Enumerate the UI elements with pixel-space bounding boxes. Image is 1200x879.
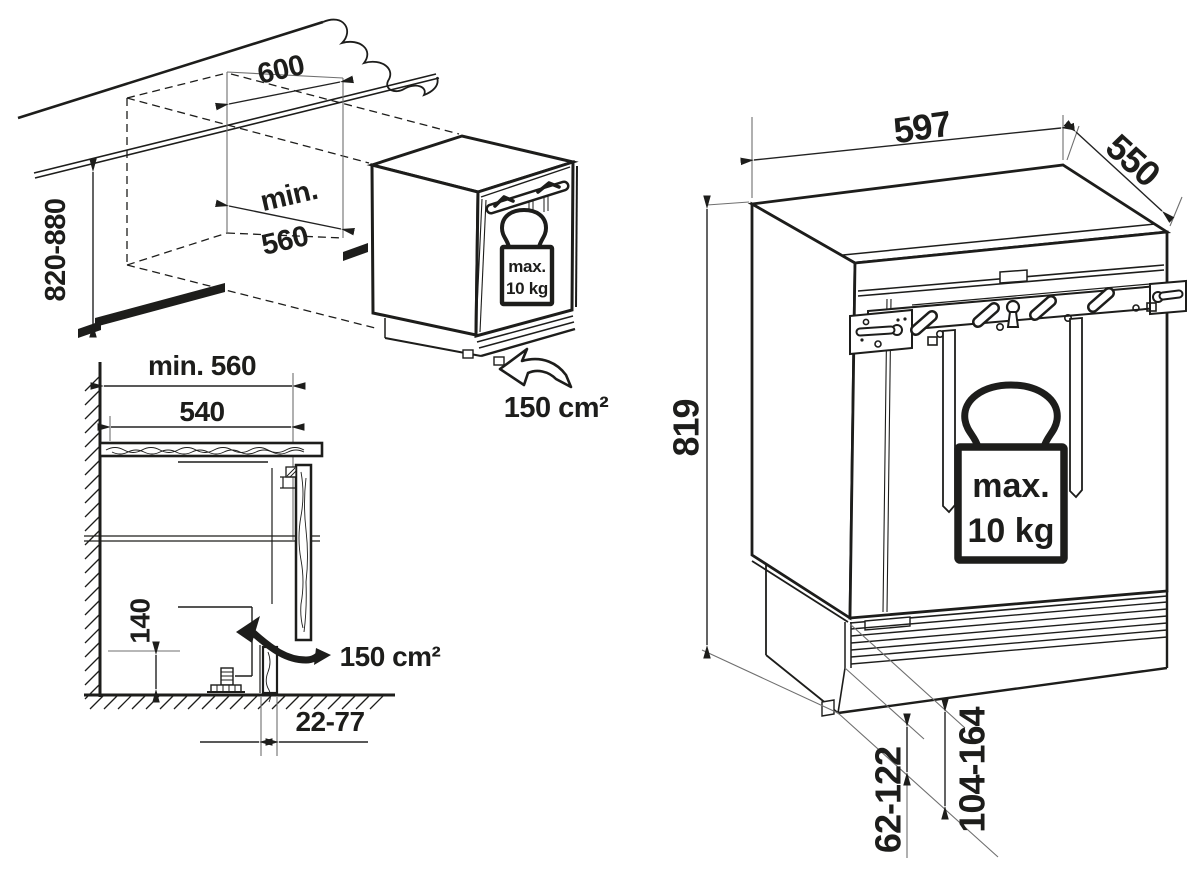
wall-hatching — [84, 362, 102, 700]
rail-slots — [910, 287, 1115, 336]
rail-hook-icon — [536, 181, 561, 194]
vent-area-label-niche: 150 cm² — [504, 392, 609, 424]
max-weight-icon-large: max. 10 kg — [954, 381, 1068, 564]
airflow-arrow-icon — [498, 347, 573, 389]
appliance-depth-label: 540 — [179, 396, 224, 427]
niche-depth-value-label: 560 — [259, 220, 312, 262]
max-weight-icon-small: max. 10 kg — [499, 207, 555, 307]
vent-arrow-niche: 150 cm² — [498, 347, 610, 424]
worktop-section — [98, 441, 324, 458]
weight-value-label-large: 10 kg — [968, 512, 1055, 550]
depth-label: 550 — [1098, 126, 1168, 195]
weight-max-label-large: max. — [972, 467, 1050, 505]
plinth-block — [261, 645, 279, 703]
vent-grille — [844, 595, 1168, 668]
weight-max-label-small: max. — [508, 257, 546, 276]
mounting-rail-large — [849, 279, 1187, 356]
worktop — [17, 18, 440, 179]
plinth-gap-low-label: 62-122 — [868, 747, 909, 853]
bottom-clearance-label: 140 — [125, 598, 156, 643]
height-label: 819 — [666, 399, 707, 456]
niche-height-label: 820-880 — [40, 199, 72, 302]
furniture-door-panel — [280, 463, 313, 642]
dimension-niche-height: 820-880 — [40, 158, 97, 338]
width-label: 597 — [891, 103, 953, 152]
worktop-torn-edge — [322, 18, 439, 97]
plinth-base — [751, 560, 1169, 717]
vent-area-label-section: 150 cm² — [340, 641, 441, 672]
figure-dimension-view: max. 10 kg 597 550 — [666, 103, 1187, 858]
floor-hatching — [84, 693, 395, 710]
dimension-niche-depth: min. 560 — [215, 174, 355, 262]
plinth-recess-label: 22-77 — [295, 706, 364, 737]
door-fixing-bracket — [280, 466, 297, 489]
dimension-bottom-clearance: 140 — [108, 598, 180, 703]
weight-value-label-small: 10 kg — [506, 279, 548, 298]
niche-width-label: 600 — [255, 49, 308, 91]
appliance-iso-small: max. 10 kg — [366, 134, 579, 366]
adjustable-foot-icon — [207, 667, 245, 693]
appliance-section-profile — [84, 461, 320, 693]
figure-cross-section: min. 560 540 — [84, 350, 441, 756]
rail-hook-icon — [493, 195, 515, 208]
plinth-gap-high-label: 104-164 — [952, 706, 993, 832]
dimension-height: 819 — [666, 195, 839, 714]
floor-strips — [78, 283, 225, 338]
niche-depth-prefix-label: min. — [257, 174, 320, 218]
section-depth-min-label: min. 560 — [148, 350, 256, 381]
figure-niche-view: 600 min. 560 820-880 — [17, 18, 610, 424]
niche-floor-mark — [343, 243, 368, 261]
mounting-straps — [942, 317, 1083, 514]
vent-arrow-section: 150 cm² — [236, 616, 441, 672]
dimension-appliance-depth: 540 — [97, 396, 305, 441]
dimension-plinth-gaps: 62-122 104-164 — [837, 623, 999, 858]
dimension-plinth-recess: 22-77 — [200, 697, 368, 756]
dimension-width: 597 — [740, 103, 1075, 198]
